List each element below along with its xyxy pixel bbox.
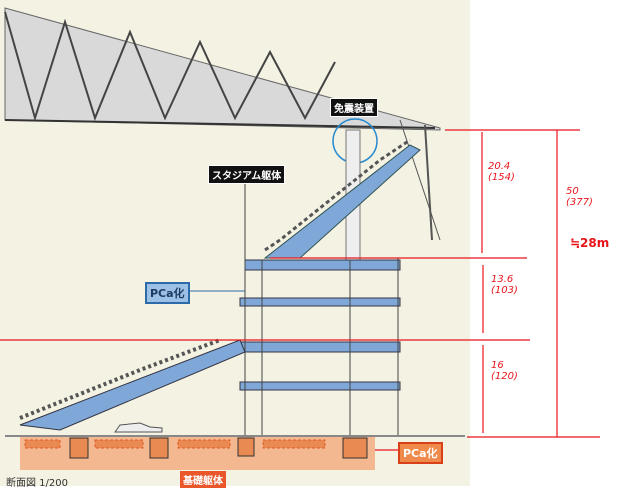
caption-scale: 断面図 1/200 (6, 478, 68, 489)
dim-height: ≒28m (570, 236, 610, 250)
lower-stand (19, 339, 246, 431)
label-seismic-isolation: 免震装置 (330, 98, 378, 117)
dimension-lines (0, 129, 600, 451)
label-pca-upper: PCa化 (145, 282, 190, 304)
floors (234, 259, 401, 391)
dim-total: 50(377) (566, 186, 593, 208)
dim-middle: 13.6(103) (491, 274, 518, 296)
dim-lower: 16(120) (491, 360, 518, 382)
label-pca-lower: PCa化 (398, 442, 443, 464)
label-foundation: 基礎躯体 (180, 471, 226, 488)
dim-upper: 20.4(154) (488, 161, 515, 183)
label-stadium-frame: スタジアム躯体 (208, 165, 286, 184)
columns (244, 180, 399, 437)
car-icon (114, 422, 163, 433)
